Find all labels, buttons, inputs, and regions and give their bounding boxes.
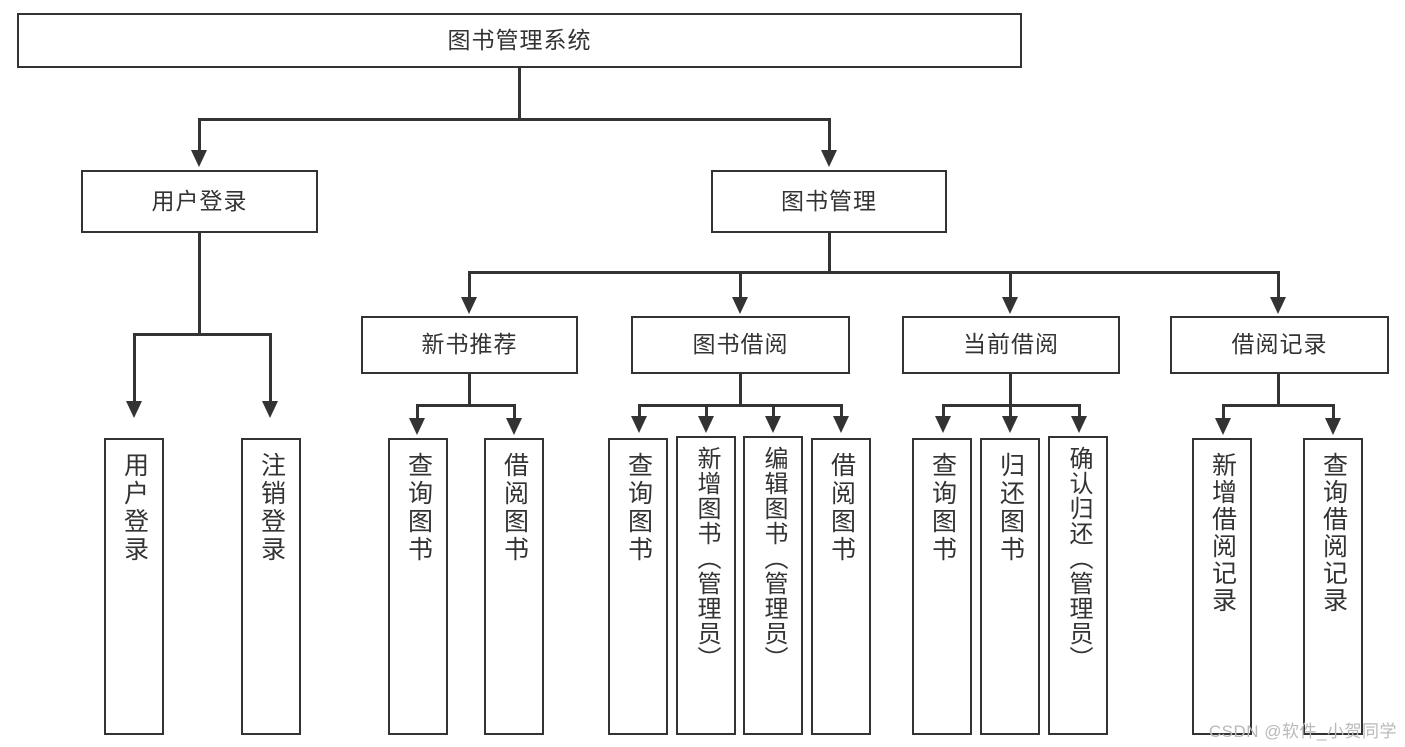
arrow-book-borrow-to-leaf-2 xyxy=(698,416,714,433)
connector-new-book-recommend-to-leaf-1 xyxy=(416,404,419,422)
arrow-root-to-user-login xyxy=(191,150,207,167)
arrow-new-book-recommend-to-leaf-2 xyxy=(506,418,522,435)
node-leaf-user-login-label: 用户登录 xyxy=(120,452,149,564)
connector-book-borrow-to-leaf-4 xyxy=(840,404,843,420)
arrow-book-manage-to-book-borrow xyxy=(732,297,748,314)
node-user-login[interactable]: 用户登录 xyxy=(81,170,318,233)
connector-current-borrow-to-leaf-3 xyxy=(1078,404,1081,420)
arrow-user-login-to-leaf-1 xyxy=(126,401,142,418)
node-leaf-borrow-book-1-label: 借阅图书 xyxy=(500,452,529,564)
connector-current-borrow-stem xyxy=(1009,374,1012,406)
arrow-book-borrow-to-leaf-3 xyxy=(765,416,781,433)
node-leaf-return-book[interactable]: 归还图书 xyxy=(980,438,1040,735)
node-leaf-add-record[interactable]: 新增借阅记录 xyxy=(1192,438,1252,735)
node-leaf-query-book-3[interactable]: 查询图书 xyxy=(912,438,972,735)
arrow-current-borrow-to-leaf-2 xyxy=(1002,416,1018,433)
node-leaf-query-book-1[interactable]: 查询图书 xyxy=(388,438,448,735)
connector-book-manage-to-book-borrow xyxy=(739,271,742,301)
arrow-new-book-recommend-to-leaf-1 xyxy=(409,418,425,435)
connector-book-manage-bus xyxy=(468,271,1280,274)
connector-new-book-recommend-stem xyxy=(468,374,471,406)
node-new-book-recommend-label: 新书推荐 xyxy=(421,331,518,358)
arrow-book-manage-to-new-book-recommend xyxy=(461,297,477,314)
connector-book-manage-to-new-book-recommend xyxy=(468,271,471,301)
node-leaf-query-book-2[interactable]: 查询图书 xyxy=(608,438,668,735)
arrow-borrow-record-to-leaf-1 xyxy=(1215,418,1231,435)
connector-user-login-to-leaf-2 xyxy=(269,333,272,405)
node-new-book-recommend[interactable]: 新书推荐 xyxy=(361,316,578,374)
node-root-label: 图书管理系统 xyxy=(447,26,592,53)
node-leaf-return-book-label: 归还图书 xyxy=(996,452,1025,564)
node-leaf-confirm-return[interactable]: 确认归还（管理员） xyxy=(1048,436,1108,735)
node-leaf-borrow-book-1[interactable]: 借阅图书 xyxy=(484,438,544,735)
connector-borrow-record-to-leaf-1 xyxy=(1222,404,1225,422)
node-leaf-edit-book-admin-label: 编辑图书（管理员） xyxy=(760,446,787,671)
node-leaf-query-record[interactable]: 查询借阅记录 xyxy=(1303,438,1363,735)
node-leaf-logout-login-label: 注销登录 xyxy=(257,452,286,564)
connector-root-bus xyxy=(198,118,831,121)
node-leaf-user-login[interactable]: 用户登录 xyxy=(104,438,164,735)
node-current-borrow-label: 当前借阅 xyxy=(963,331,1059,358)
connector-new-book-recommend-bus xyxy=(416,404,516,407)
node-book-manage[interactable]: 图书管理 xyxy=(711,170,947,233)
node-leaf-add-record-label: 新增借阅记录 xyxy=(1208,452,1237,614)
arrow-borrow-record-to-leaf-2 xyxy=(1325,418,1341,435)
connector-new-book-recommend-to-leaf-2 xyxy=(513,404,516,422)
watermark: CSDN @软件_小贺同学 xyxy=(1208,722,1397,741)
node-leaf-query-book-3-label: 查询图书 xyxy=(928,452,957,564)
connector-borrow-record-stem xyxy=(1277,374,1280,406)
node-root[interactable]: 图书管理系统 xyxy=(17,13,1022,68)
arrow-book-borrow-to-leaf-4 xyxy=(833,416,849,433)
node-book-borrow[interactable]: 图书借阅 xyxy=(631,316,850,374)
connector-user-login-stem xyxy=(198,233,201,335)
node-user-login-label: 用户登录 xyxy=(151,187,248,214)
connector-root-stem xyxy=(518,68,521,120)
connector-user-login-bus xyxy=(133,333,272,336)
node-leaf-add-book-admin-label: 新增图书（管理员） xyxy=(693,446,720,671)
connector-book-borrow-to-leaf-3 xyxy=(772,404,775,420)
arrow-current-borrow-to-leaf-1 xyxy=(935,416,951,433)
connector-current-borrow-to-leaf-2 xyxy=(1009,404,1012,420)
node-current-borrow[interactable]: 当前借阅 xyxy=(902,316,1120,374)
node-borrow-record-label: 借阅记录 xyxy=(1231,331,1328,358)
arrow-book-manage-to-borrow-record xyxy=(1270,297,1286,314)
connector-book-manage-to-borrow-record xyxy=(1277,271,1280,301)
node-book-borrow-label: 图书借阅 xyxy=(692,331,789,358)
node-leaf-query-record-label: 查询借阅记录 xyxy=(1319,452,1348,614)
connector-root-to-book-manage xyxy=(828,118,831,154)
arrow-book-manage-to-current-borrow xyxy=(1002,297,1018,314)
node-leaf-logout-login[interactable]: 注销登录 xyxy=(241,438,301,735)
node-leaf-edit-book-admin[interactable]: 编辑图书（管理员） xyxy=(743,436,803,735)
connector-book-manage-stem xyxy=(828,233,831,273)
connector-book-borrow-stem xyxy=(739,374,742,406)
arrow-book-borrow-to-leaf-1 xyxy=(631,416,647,433)
node-leaf-add-book-admin[interactable]: 新增图书（管理员） xyxy=(676,436,736,735)
connector-borrow-record-bus xyxy=(1222,404,1335,407)
connector-current-borrow-to-leaf-1 xyxy=(942,404,945,420)
node-leaf-borrow-book-2-label: 借阅图书 xyxy=(827,452,856,564)
node-borrow-record[interactable]: 借阅记录 xyxy=(1170,316,1389,374)
node-leaf-confirm-return-label: 确认归还（管理员） xyxy=(1065,446,1092,671)
connector-book-borrow-to-leaf-2 xyxy=(705,404,708,420)
arrow-current-borrow-to-leaf-3 xyxy=(1071,416,1087,433)
connector-borrow-record-to-leaf-2 xyxy=(1332,404,1335,422)
connector-root-to-user-login xyxy=(198,118,201,154)
connector-book-borrow-bus xyxy=(638,404,843,407)
node-leaf-query-book-1-label: 查询图书 xyxy=(404,452,433,564)
node-leaf-query-book-2-label: 查询图书 xyxy=(624,452,653,564)
arrow-root-to-book-manage xyxy=(821,150,837,167)
connector-user-login-to-leaf-1 xyxy=(133,333,136,405)
node-leaf-borrow-book-2[interactable]: 借阅图书 xyxy=(811,438,871,735)
connector-book-manage-to-current-borrow xyxy=(1009,271,1012,301)
connector-book-borrow-to-leaf-1 xyxy=(638,404,641,420)
arrow-user-login-to-leaf-2 xyxy=(262,401,278,418)
node-book-manage-label: 图书管理 xyxy=(781,187,877,214)
